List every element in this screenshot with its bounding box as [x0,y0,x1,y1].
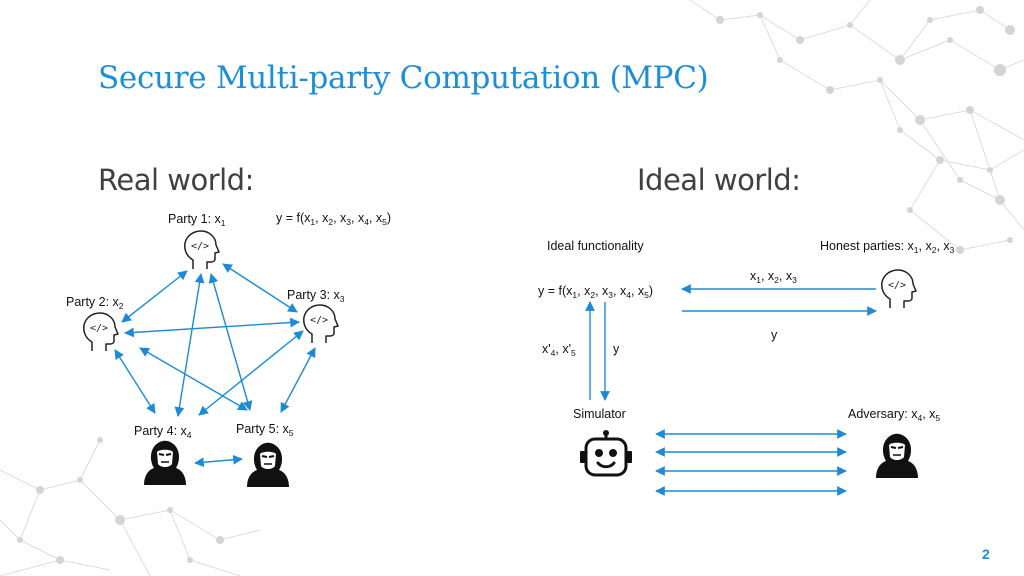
simulator-label: Simulator [573,407,626,421]
ideal-functionality-formula: y = f(x1, x2, x3, x4, x5) [538,284,654,300]
party-3-label: Party 3: x3 [287,288,345,304]
svg-text:</>: </> [310,315,328,326]
simulator-robot-icon [580,430,632,477]
real-world-function-label: y = f(x1, x2, x3, x4, x5) [276,211,392,227]
simulator-input-label: x'4, x'5 [542,342,576,358]
svg-text:</>: </> [90,323,108,334]
honest-party-1-head-icon: </> [184,230,220,269]
ideal-functionality-label: Ideal functionality [547,239,644,253]
page-title: Secure Multi-party Computation (MPC) [98,60,709,96]
ideal-world-heading: Ideal world: [637,163,801,197]
honest-party-3-head-icon: </> [303,304,339,343]
party-4-label: Party 4: x4 [134,424,192,440]
svg-text:</>: </> [888,280,906,291]
party-4-hacker-icon [144,440,186,485]
party-1-label: Party 1: x1 [168,212,226,228]
adversary-hacker-icon [876,433,918,478]
party-2-label: Party 2: x2 [66,295,124,311]
party-5-label: Party 5: x5 [236,422,294,438]
honest-output-label: y [771,328,778,342]
honest-parties-label: Honest parties: x1, x2, x3 [820,239,955,255]
party-5-hacker-icon [247,442,289,487]
honest-inputs-label: x1, x2, x3 [750,269,797,285]
adversary-label: Adversary: x4, x5 [848,407,941,423]
page-number: 2 [982,546,990,562]
honest-parties-head-icon: </> [881,269,917,308]
svg-text:</>: </> [191,241,209,252]
real-world-heading: Real world: [98,163,254,197]
honest-party-2-head-icon: </> [83,312,119,351]
simulator-output-label: y [613,342,620,356]
